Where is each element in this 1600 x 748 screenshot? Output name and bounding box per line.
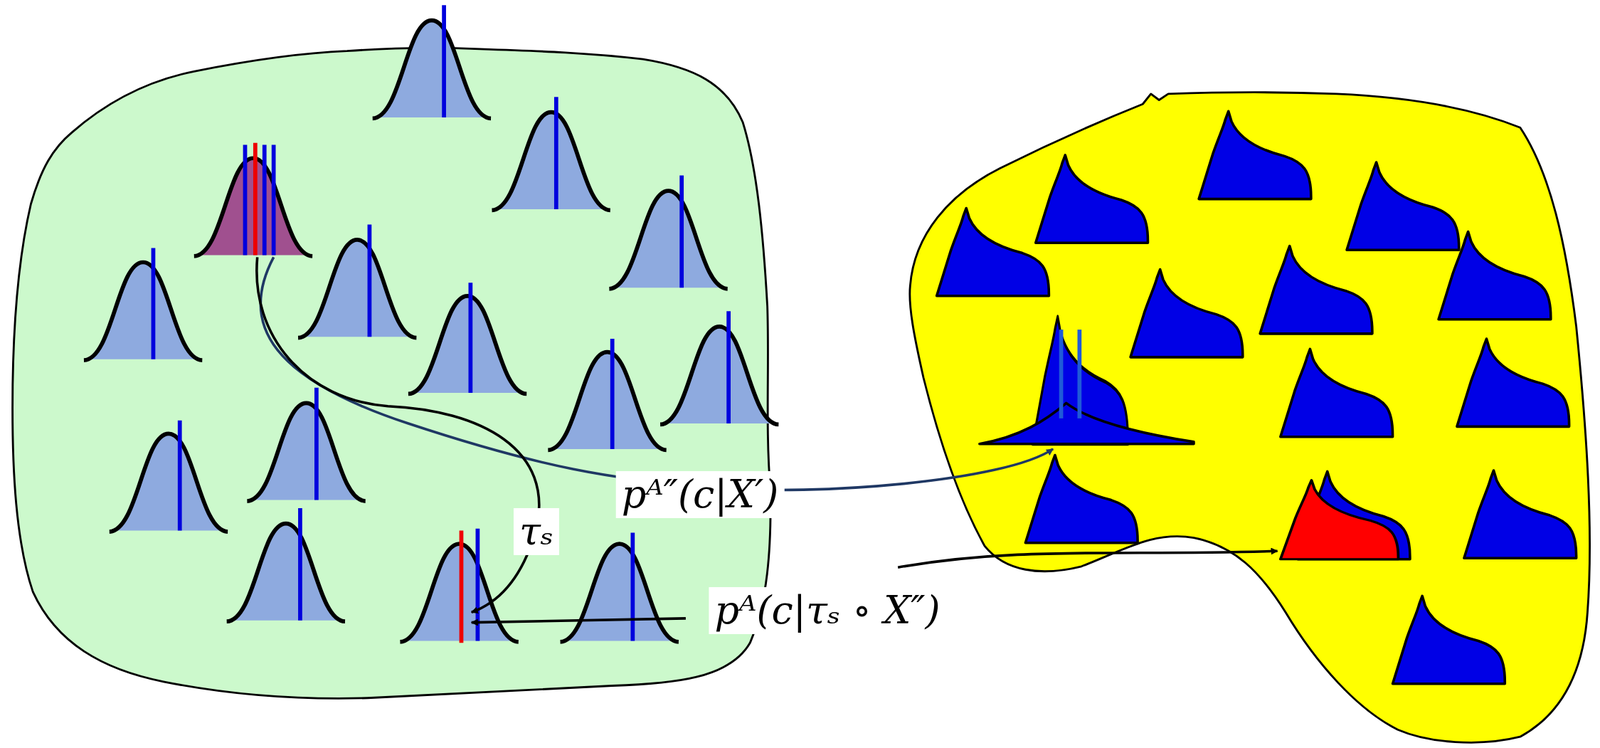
sample-line bbox=[630, 532, 635, 641]
gaussian-bump bbox=[298, 239, 417, 338]
flat-shape bbox=[979, 402, 1194, 444]
gaussian-bump bbox=[246, 402, 365, 501]
sample-line bbox=[610, 338, 615, 449]
sample-line bbox=[271, 145, 277, 256]
sample-line bbox=[679, 175, 684, 289]
gaussian-bump bbox=[109, 433, 228, 532]
transform-arrow bbox=[256, 256, 540, 612]
sample-line bbox=[314, 387, 319, 501]
skewed-shape bbox=[1259, 246, 1373, 334]
gaussian-bump bbox=[226, 523, 346, 622]
gaussian-bumps bbox=[83, 20, 779, 642]
sample-line bbox=[298, 507, 303, 621]
sample-line bbox=[262, 145, 267, 256]
skewed-shape bbox=[936, 208, 1050, 296]
sample-line bbox=[1077, 329, 1083, 419]
leader-arrow bbox=[471, 618, 686, 623]
sample-line bbox=[554, 96, 559, 210]
skewed-shape bbox=[1392, 595, 1506, 683]
sample-line bbox=[243, 145, 248, 256]
skewed-shape bbox=[1457, 338, 1570, 427]
skewed-shape bbox=[1035, 155, 1149, 243]
gaussian-bump bbox=[372, 20, 491, 119]
mapping-arrow bbox=[897, 550, 1278, 568]
math-label: pᴬ(c|τₛ ∘ X″) bbox=[708, 586, 946, 634]
gaussian-bump bbox=[547, 352, 666, 451]
skewed-shape bbox=[1280, 348, 1393, 437]
skewed-shape bbox=[1438, 231, 1551, 319]
arrows bbox=[256, 256, 1278, 622]
sample-line bbox=[1059, 329, 1064, 419]
sample-line bbox=[177, 420, 183, 531]
skewed-shape bbox=[1130, 269, 1243, 358]
gaussian-bump bbox=[491, 112, 610, 211]
skewed-shape bbox=[1464, 470, 1577, 558]
green-region bbox=[12, 47, 772, 698]
gaussian-bump bbox=[660, 326, 779, 425]
yellow-region bbox=[909, 92, 1591, 743]
sample-line bbox=[726, 310, 731, 424]
red-shape bbox=[1280, 480, 1399, 560]
mapping-arrow bbox=[260, 256, 1053, 490]
skewed-shape bbox=[1198, 110, 1312, 199]
sample-line bbox=[253, 142, 258, 256]
gaussian-bump bbox=[560, 543, 679, 642]
sample-line bbox=[459, 530, 464, 644]
sample-line bbox=[475, 528, 481, 641]
skewed-shape bbox=[1346, 162, 1460, 250]
skewed-distributions bbox=[936, 110, 1577, 683]
sample-line bbox=[151, 247, 156, 359]
sample-line bbox=[468, 282, 474, 393]
gaussian-bump bbox=[408, 295, 527, 395]
sample-lines bbox=[152, 4, 729, 643]
sample-line bbox=[367, 224, 373, 337]
math-label: τₛ bbox=[513, 507, 560, 555]
gaussian-bump bbox=[608, 190, 728, 289]
skewed-shape bbox=[1025, 454, 1138, 543]
sample-line bbox=[441, 4, 447, 118]
math-label: pᴬ″(c|X′) bbox=[616, 470, 785, 518]
gaussian-bump bbox=[83, 261, 203, 360]
